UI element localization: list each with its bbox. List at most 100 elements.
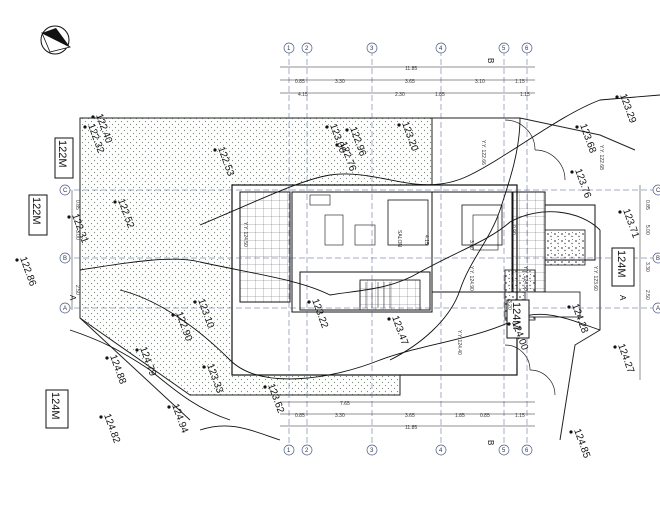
spot-level-dot <box>618 210 622 214</box>
grid-row-label: B <box>63 256 67 262</box>
spot-level-dot <box>15 258 19 262</box>
north-arrow-icon <box>40 25 72 55</box>
grid-axis-label: 2 <box>305 448 309 454</box>
dimension-value: 1.15 <box>520 92 530 98</box>
grid-axis-label: 3 <box>370 46 374 52</box>
dimension-value: 3.65 <box>405 413 415 419</box>
spot-level-dot <box>507 322 511 326</box>
room-label: 0.90 <box>510 225 516 235</box>
section-mark: A <box>618 295 627 301</box>
grid-axis-label: 5 <box>502 46 506 52</box>
contour-elevation-tag: 124M <box>615 250 627 278</box>
dimension-value: 0.85 <box>74 200 80 210</box>
floor-level-note: Y.Y. 122.68 <box>598 145 604 170</box>
spot-level-label: 124.28 <box>569 302 590 335</box>
contour-tag-boxes <box>28 137 635 429</box>
spot-level-label: 124.94 <box>169 402 190 435</box>
grid-row-label: C <box>63 188 68 194</box>
spot-level-label: 122.86 <box>17 255 38 288</box>
spot-level-dot <box>213 148 217 152</box>
dimension-value: 2.30 <box>395 92 405 98</box>
door-swings <box>504 119 566 396</box>
section-mark: B <box>486 440 495 445</box>
spot-level-label: 124.27 <box>615 342 636 375</box>
dimension-value: 3.65 <box>405 79 415 85</box>
grid-axis-label: 6 <box>525 448 529 454</box>
dimension-value: 2.50 <box>644 290 650 300</box>
contour-lines <box>69 94 660 441</box>
floor-level-note: Y.Y. 124.40 <box>456 330 462 355</box>
grid-axis-label: 4 <box>439 448 443 454</box>
dimension-value: 3.30 <box>335 79 345 85</box>
dimension-value: 5.00 <box>644 225 650 235</box>
floor-level-note: Y.Y. 124.90 <box>468 266 474 291</box>
structural-grid <box>65 50 660 450</box>
spot-level-dot <box>67 215 71 219</box>
spot-level-label: 123.71 <box>620 207 641 240</box>
floor-level-note: Y.Y. 124.50 <box>242 222 248 247</box>
spot-level-dot <box>575 125 579 129</box>
spot-level-dot <box>615 95 619 99</box>
grid-axis-label: 6 <box>525 46 529 52</box>
spot-level-label: 124.85 <box>571 427 592 460</box>
spot-level-dot <box>613 345 617 349</box>
grid-axis-label: 4 <box>439 46 443 52</box>
contour-elevation-tag: 122M <box>56 140 68 168</box>
room-label: 3.20 <box>506 300 512 310</box>
spot-level-dot <box>263 385 267 389</box>
spot-level-label: 123.68 <box>577 122 598 155</box>
spot-level-dot <box>193 300 197 304</box>
dimension-value: 0.85 <box>295 413 305 419</box>
spot-level-dot <box>325 125 329 129</box>
spot-level-dot <box>105 356 109 360</box>
dimension-value: 1.15 <box>515 413 525 419</box>
contour-elevation-tag: 124M <box>49 392 61 420</box>
property-boundary <box>79 117 636 441</box>
spot-level-dot <box>307 300 311 304</box>
dimension-value: 3.30 <box>335 413 345 419</box>
spot-level-dot <box>570 170 574 174</box>
spot-level-label: 123.47 <box>389 314 410 347</box>
spot-level-dot <box>83 125 87 129</box>
grid-axis-label: 1 <box>287 448 291 454</box>
dimension-value: 3.00 <box>74 230 80 240</box>
dimension-value: 1.85 <box>435 92 445 98</box>
dimension-value: 3.10 <box>475 79 485 85</box>
dimension-value: 0.85 <box>480 413 490 419</box>
grid-row-label: A <box>63 306 67 312</box>
spot-level-dot <box>167 405 171 409</box>
grid-row-label: C <box>656 188 660 194</box>
grid-bubbles <box>59 42 660 456</box>
spot-level-dot <box>202 365 206 369</box>
spot-level-label: 124.82 <box>101 412 122 445</box>
dimension-value: 4.15 <box>298 92 308 98</box>
section-mark: A <box>68 295 77 301</box>
spot-level-dot <box>387 317 391 321</box>
room-label: 4.15 <box>423 235 429 245</box>
spot-level-dot <box>335 143 339 147</box>
grid-row-label: B <box>656 256 660 262</box>
dimension-value: 7.65 <box>340 401 350 407</box>
floor-level-note: Y.Y. 124.50 <box>522 266 528 291</box>
spot-level-dot <box>91 115 95 119</box>
spot-level-label: 124.88 <box>107 353 128 386</box>
spot-level-dot <box>345 128 349 132</box>
room-label: 3.00 <box>468 240 474 250</box>
grid-row-label: A <box>656 306 660 312</box>
dimension-value: 2.50 <box>74 285 80 295</box>
spot-level-dot <box>397 123 401 127</box>
grid-axis-label: 1 <box>287 46 291 52</box>
spot-level-dot <box>171 313 175 317</box>
grid-axis-label: 3 <box>370 448 374 454</box>
dimension-total: 11.85 <box>405 66 417 72</box>
floor-level-note: Y.Y. 123.60 <box>592 266 598 291</box>
dimension-value: 0.85 <box>644 200 650 210</box>
dimension-value: 1.15 <box>515 79 525 85</box>
grid-axis-label: 2 <box>305 46 309 52</box>
spot-level-label: 123.76 <box>572 167 593 200</box>
dimension-value: 0.85 <box>295 79 305 85</box>
dimension-total: 11.85 <box>405 425 417 431</box>
contour-elevation-tag: 122M <box>30 197 42 225</box>
dimension-value: 3.30 <box>644 262 650 272</box>
